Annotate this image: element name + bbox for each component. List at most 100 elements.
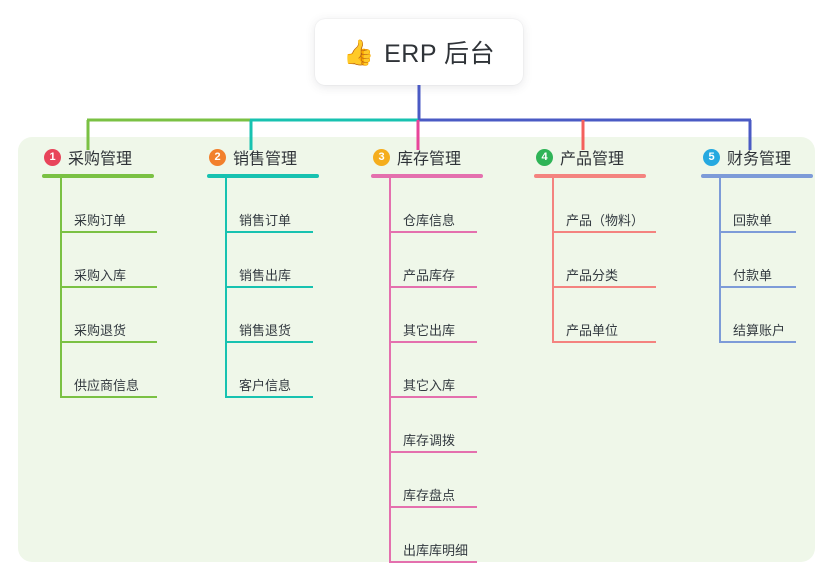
branch-header-3[interactable]: 3 库存管理 [367, 146, 517, 168]
branch-header-rule [534, 174, 646, 178]
branch-header-5[interactable]: 5 财务管理 [697, 146, 839, 168]
branch-item-rule [554, 231, 656, 233]
branch-item-rule [227, 231, 313, 233]
branch-items: 回款单付款单结算账户 [697, 178, 839, 343]
branch-item-label: 回款单 [733, 213, 773, 228]
branch-header-rule [701, 174, 813, 178]
branch-item[interactable]: 仓库信息 [391, 195, 477, 233]
branch-items: 仓库信息产品库存其它出库其它入库库存调拨库存盘点出库库明细 [367, 178, 517, 563]
branch-title: 财务管理 [727, 151, 792, 168]
branch-item-label: 销售订单 [239, 213, 292, 228]
branch-header-4[interactable]: 4 产品管理 [530, 146, 680, 168]
branch-item[interactable]: 库存盘点 [391, 470, 477, 508]
branch-item-label: 库存盘点 [403, 488, 456, 503]
branch-item-rule [554, 286, 656, 288]
branch-title: 销售管理 [233, 151, 298, 168]
branch-item-label: 客户信息 [239, 378, 292, 393]
root-node-card[interactable]: 👍 ERP 后台 [315, 19, 523, 85]
branch-spine [552, 178, 554, 343]
branch-header-2[interactable]: 2 销售管理 [203, 146, 353, 168]
branch-number-badge: 4 [536, 148, 553, 166]
branch-item[interactable]: 结算账户 [721, 305, 796, 343]
branch-number-badge: 3 [373, 148, 390, 166]
branch-item-label: 产品分类 [566, 268, 619, 283]
branch-item-rule [227, 341, 313, 343]
branch-item-rule [391, 396, 477, 398]
branch-column-1: 1 采购管理采购订单采购入库采购退货供应商信息 [38, 146, 188, 398]
branch-spine [389, 178, 391, 563]
branch-item-rule [391, 286, 477, 288]
branch-item-label: 产品（物料） [566, 213, 645, 228]
branch-number-badge: 5 [703, 148, 720, 166]
branch-header-rule [42, 174, 154, 178]
branch-item-label: 采购入库 [74, 268, 127, 283]
branch-item-rule [227, 396, 313, 398]
branch-item[interactable]: 客户信息 [227, 360, 313, 398]
branch-title: 库存管理 [397, 151, 462, 168]
branch-item-label: 出库库明细 [403, 543, 469, 558]
branch-item-label: 结算账户 [733, 323, 786, 338]
branch-item[interactable]: 销售出库 [227, 250, 313, 288]
branch-items: 采购订单采购入库采购退货供应商信息 [38, 178, 188, 398]
branch-item-rule [721, 231, 796, 233]
branch-title: 采购管理 [68, 151, 133, 168]
branch-item[interactable]: 采购订单 [62, 195, 157, 233]
branch-item-rule [62, 286, 157, 288]
branch-item-label: 产品库存 [403, 268, 456, 283]
branch-items: 产品（物料） 产品分类产品单位 [530, 178, 680, 343]
branch-item[interactable]: 销售退货 [227, 305, 313, 343]
branch-item-label: 库存调拨 [403, 433, 456, 448]
branch-item[interactable]: 付款单 [721, 250, 796, 288]
branch-item-rule [62, 231, 157, 233]
branch-item-rule [554, 341, 656, 343]
branch-item[interactable]: 销售订单 [227, 195, 313, 233]
branch-item[interactable]: 其它出库 [391, 305, 477, 343]
branch-item-rule [391, 561, 477, 563]
branch-items: 销售订单销售出库销售退货客户信息 [203, 178, 353, 398]
branch-item[interactable]: 回款单 [721, 195, 796, 233]
branch-item-rule [721, 286, 796, 288]
branch-item-rule [62, 396, 157, 398]
branch-column-5: 5 财务管理回款单付款单结算账户 [697, 146, 839, 343]
branch-item-label: 采购退货 [74, 323, 127, 338]
branch-item[interactable]: 供应商信息 [62, 360, 157, 398]
branch-item-label: 其它入库 [403, 378, 456, 393]
branch-title: 产品管理 [560, 151, 625, 168]
branch-item[interactable]: 采购退货 [62, 305, 157, 343]
branch-item[interactable]: 产品（物料） [554, 195, 656, 233]
branch-item-rule [391, 341, 477, 343]
root-node-title: ERP 后台 [384, 40, 496, 68]
branch-item-label: 采购订单 [74, 213, 127, 228]
branch-item-label: 销售出库 [239, 268, 292, 283]
branch-item[interactable]: 产品库存 [391, 250, 477, 288]
branch-item-rule [391, 451, 477, 453]
branch-item-label: 其它出库 [403, 323, 456, 338]
branch-item[interactable]: 产品分类 [554, 250, 656, 288]
branch-number-badge: 1 [44, 148, 61, 166]
branch-header-rule [371, 174, 483, 178]
branch-column-3: 3 库存管理仓库信息产品库存其它出库其它入库库存调拨库存盘点出库库明细 [367, 146, 517, 563]
branch-item-label: 销售退货 [239, 323, 292, 338]
branch-item-rule [391, 506, 477, 508]
branch-item[interactable]: 采购入库 [62, 250, 157, 288]
branch-spine [60, 178, 62, 398]
branch-item[interactable]: 出库库明细 [391, 525, 477, 563]
branch-item-rule [391, 231, 477, 233]
branches-panel [18, 137, 815, 562]
branch-header-1[interactable]: 1 采购管理 [38, 146, 188, 168]
branch-item-label: 供应商信息 [74, 378, 140, 393]
branch-spine [719, 178, 721, 343]
thumbs-up-icon: 👍 [342, 37, 375, 67]
branch-column-2: 2 销售管理销售订单销售出库销售退货客户信息 [203, 146, 353, 398]
branch-item-rule [227, 286, 313, 288]
branch-item[interactable]: 产品单位 [554, 305, 656, 343]
branch-item-label: 产品单位 [566, 323, 619, 338]
branch-item-rule [62, 341, 157, 343]
branch-number-badge: 2 [209, 148, 226, 166]
branch-column-4: 4 产品管理产品（物料） 产品分类产品单位 [530, 146, 680, 343]
branch-item-label: 仓库信息 [403, 213, 456, 228]
branch-item[interactable]: 其它入库 [391, 360, 477, 398]
branch-item-label: 付款单 [733, 268, 773, 283]
branch-item[interactable]: 库存调拨 [391, 415, 477, 453]
